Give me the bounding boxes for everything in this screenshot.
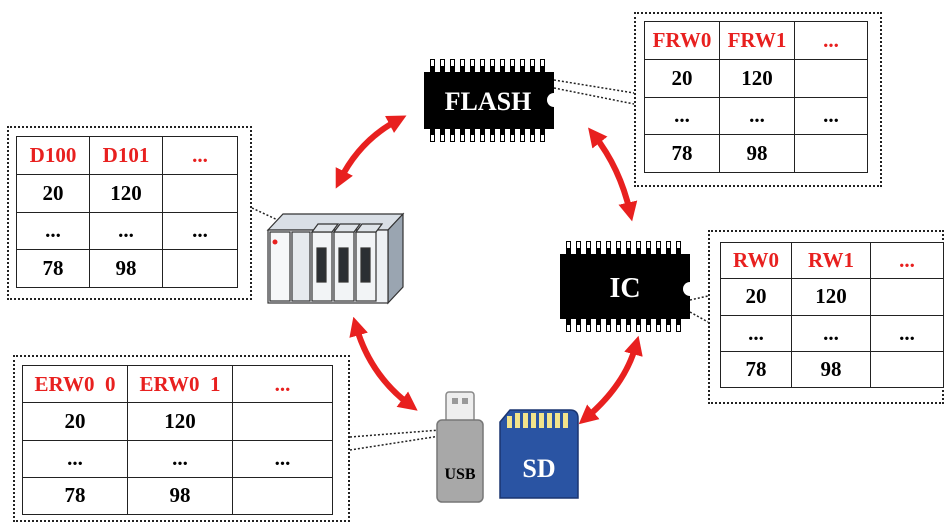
flash-leader-line: [553, 79, 635, 94]
table-cell: [162, 173, 238, 213]
ic-leader-line: [689, 295, 709, 301]
table-cell: 98: [719, 134, 795, 173]
table-cell: ...: [644, 96, 720, 136]
arrow-flash-ic: [588, 127, 638, 222]
table-header: FRW0: [644, 21, 720, 60]
usb-leader-line-2: [349, 435, 441, 451]
table-cell: 120: [127, 402, 233, 441]
usb-drive-icon: USB: [436, 391, 484, 503]
arrow-plc-flash: [335, 115, 407, 189]
table-cell: 120: [89, 173, 163, 213]
arrow-plc-usb: [349, 316, 418, 411]
table-cell: 20: [16, 173, 90, 213]
table-cell: 20: [644, 58, 720, 98]
table-header: ...: [870, 241, 944, 280]
table-cell: 20: [22, 402, 128, 441]
ic-leader-line-2: [689, 311, 709, 323]
table-header: D100: [16, 136, 90, 175]
ic-label: IC: [609, 273, 640, 304]
flash-label: FLASH: [445, 87, 532, 116]
table-cell: [232, 476, 333, 516]
table-cell: ...: [22, 439, 128, 478]
table-header: RW1: [791, 241, 871, 280]
table-header: RW0: [720, 241, 792, 280]
table-cell: ...: [720, 314, 792, 352]
table-cell: ...: [870, 314, 944, 352]
plc-rack-icon: [266, 212, 405, 305]
table-cell: [870, 350, 944, 389]
flash-leader-line-2: [553, 87, 635, 105]
table-cell: 98: [89, 249, 163, 288]
table-cell: 98: [791, 350, 871, 389]
table-cell: ...: [162, 211, 238, 251]
table-cell: [870, 278, 944, 316]
table-cell: [232, 402, 333, 441]
table-cell: ...: [232, 439, 333, 478]
flash-chip-icon: FLASH: [424, 59, 561, 142]
arrow-ic-sd: [578, 335, 643, 425]
plc-leader-line: [251, 207, 283, 223]
table-header: ...: [162, 136, 238, 175]
table-cell: [162, 249, 238, 288]
table-header: D101: [89, 136, 163, 175]
table-cell: [794, 58, 868, 98]
table-cell: 20: [720, 278, 792, 316]
table-cell: [794, 134, 868, 173]
table-cell: 78: [16, 249, 90, 288]
table-cell: 120: [791, 278, 871, 316]
table-header: FRW1: [719, 21, 795, 60]
table-cell: 78: [720, 350, 792, 389]
table-header: ...: [232, 364, 333, 404]
usb-label: USB: [444, 466, 475, 483]
ic-chip-icon: IC: [560, 241, 697, 332]
leader-lines: [251, 79, 709, 451]
table-cell: 78: [644, 134, 720, 173]
sd-card-icon: SD: [499, 409, 579, 499]
sd-label: SD: [522, 454, 555, 483]
table-header: ...: [794, 21, 868, 60]
usb-leader-line: [349, 429, 441, 438]
table-cell: 98: [127, 476, 233, 516]
